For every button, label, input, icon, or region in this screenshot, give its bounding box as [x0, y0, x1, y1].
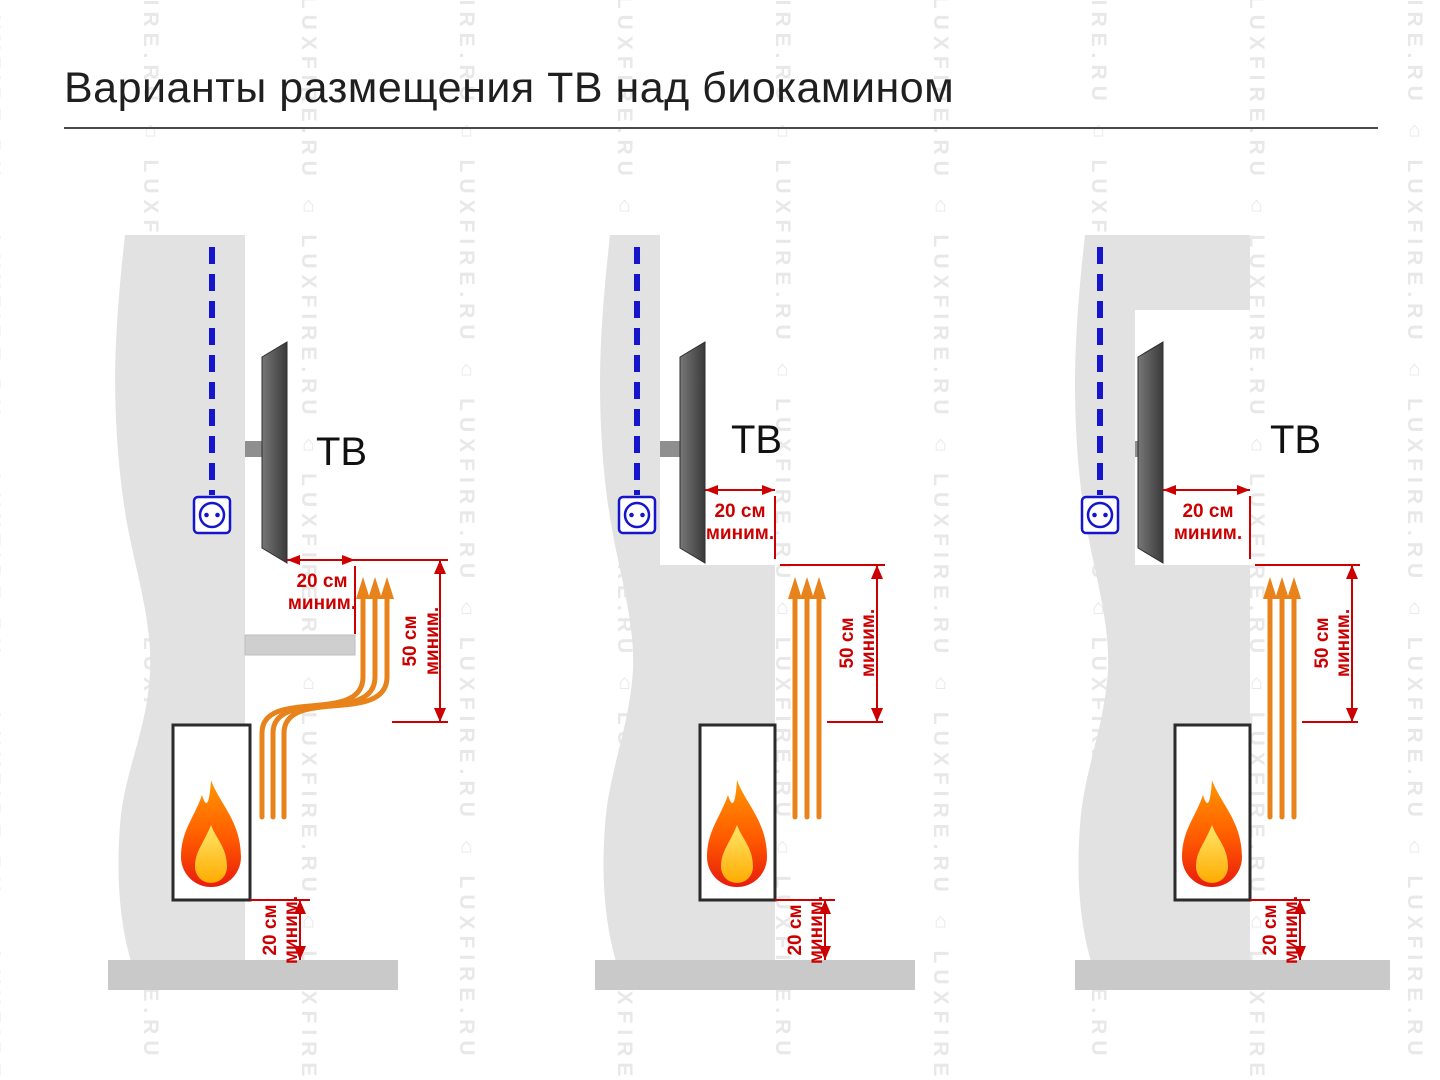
tv-bracket: [245, 441, 262, 457]
svg-text:миним.: миним.: [858, 609, 879, 677]
flame-icon: [707, 780, 767, 887]
watermark-column: ⌂ LUXFIRE.RU ⌂ LUXFIRE.RU ⌂ LUXFIRE.RU ⌂…: [455, 0, 478, 1080]
power-outlet-icon: [1080, 495, 1120, 535]
svg-text:20 см: 20 см: [296, 571, 347, 592]
tv-panel: [679, 341, 706, 564]
tv-panel: [1137, 341, 1164, 564]
tv: [245, 341, 288, 564]
floor-dimension: 20 см миним.: [775, 896, 835, 964]
svg-text:50 см: 50 см: [1312, 617, 1333, 668]
diagram-variant-1: ТВ 20 см миним. 50 см миним. 20 см миним…: [108, 235, 448, 990]
flame-icon: [1182, 780, 1242, 887]
heat-flow-arrows: [259, 577, 394, 820]
watermark-column: ⌂ LUXFIRE.RU ⌂ LUXFIRE.RU ⌂ LUXFIRE.RU ⌂…: [771, 0, 794, 1080]
floor-dimension: 20 см миним.: [1250, 896, 1310, 964]
svg-text:миним.: миним.: [1281, 896, 1302, 964]
svg-text:50 см: 50 см: [400, 615, 421, 666]
power-outlet-icon: [617, 495, 657, 535]
airflow-arrow: [281, 592, 390, 820]
svg-text:миним.: миним.: [706, 523, 774, 544]
svg-text:20 см: 20 см: [1260, 904, 1281, 955]
power-outlet-icon: [192, 495, 232, 535]
power-cable: [617, 247, 657, 535]
tv-panel: [261, 341, 288, 564]
height-dimension: 50 см миним.: [392, 560, 448, 723]
height-dimension: 50 см миним.: [780, 564, 885, 723]
heat-flow-arrows: [788, 577, 826, 820]
watermark-column: ⌂ LUXFIRE.RU ⌂ LUXFIRE.RU ⌂ LUXFIRE.RU ⌂…: [297, 0, 320, 1080]
tv: [660, 341, 706, 564]
fireplace: [171, 723, 252, 902]
diagram-variant-3: ТВ 20 см миним. 50 см миним. 20 см миним…: [1075, 235, 1390, 990]
watermark-column: ⌂ LUXFIRE.RU ⌂ LUXFIRE.RU ⌂ LUXFIRE.RU ⌂…: [0, 0, 4, 1080]
page-title: Варианты размещения ТВ над биокамином: [64, 64, 955, 112]
svg-text:20 см: 20 см: [785, 904, 806, 955]
fireplace: [1173, 723, 1252, 902]
svg-text:миним.: миним.: [806, 896, 827, 964]
diagram-variant-2: ТВ 20 см миним. 50 см миним. 20 см миним…: [595, 235, 915, 990]
svg-text:20 см: 20 см: [1182, 501, 1233, 522]
tv-bracket: [660, 441, 680, 457]
svg-text:миним.: миним.: [288, 593, 356, 614]
fireplace: [698, 723, 777, 902]
tv-label: ТВ: [731, 418, 782, 462]
mantel-shelf: [244, 634, 356, 656]
floor: [1075, 960, 1390, 990]
svg-text:50 см: 50 см: [837, 617, 858, 668]
heat-flow-arrows: [1263, 577, 1301, 820]
svg-text:миним.: миним.: [1174, 523, 1242, 544]
title-underline: [64, 127, 1378, 129]
svg-text:миним.: миним.: [1333, 609, 1354, 677]
depth-dimension: 20 см миним.: [705, 485, 776, 559]
watermark-column: ⌂ LUXFIRE.RU ⌂ LUXFIRE.RU ⌂ LUXFIRE.RU ⌂…: [929, 0, 952, 1080]
floor: [108, 960, 398, 990]
watermark-column: ⌂ LUXFIRE.RU ⌂ LUXFIRE.RU ⌂ LUXFIRE.RU ⌂…: [1403, 0, 1426, 1080]
svg-text:20 см: 20 см: [260, 904, 281, 955]
power-cable: [192, 247, 232, 535]
power-cable: [1080, 247, 1120, 535]
height-dimension: 50 см миним.: [1255, 564, 1360, 723]
depth-dimension: 20 см миним.: [287, 555, 448, 634]
tv-bracket: [1135, 441, 1139, 457]
tv-label: ТВ: [1270, 418, 1321, 462]
svg-text:миним.: миним.: [281, 896, 302, 964]
floor-dimension: 20 см миним.: [250, 896, 310, 964]
floor: [595, 960, 915, 990]
svg-text:миним.: миним.: [422, 607, 443, 675]
svg-text:20 см: 20 см: [714, 501, 765, 522]
tv-label: ТВ: [316, 430, 367, 474]
depth-dimension: 20 см миним.: [1163, 485, 1251, 559]
flame-icon: [181, 780, 241, 887]
tv: [1135, 341, 1164, 564]
